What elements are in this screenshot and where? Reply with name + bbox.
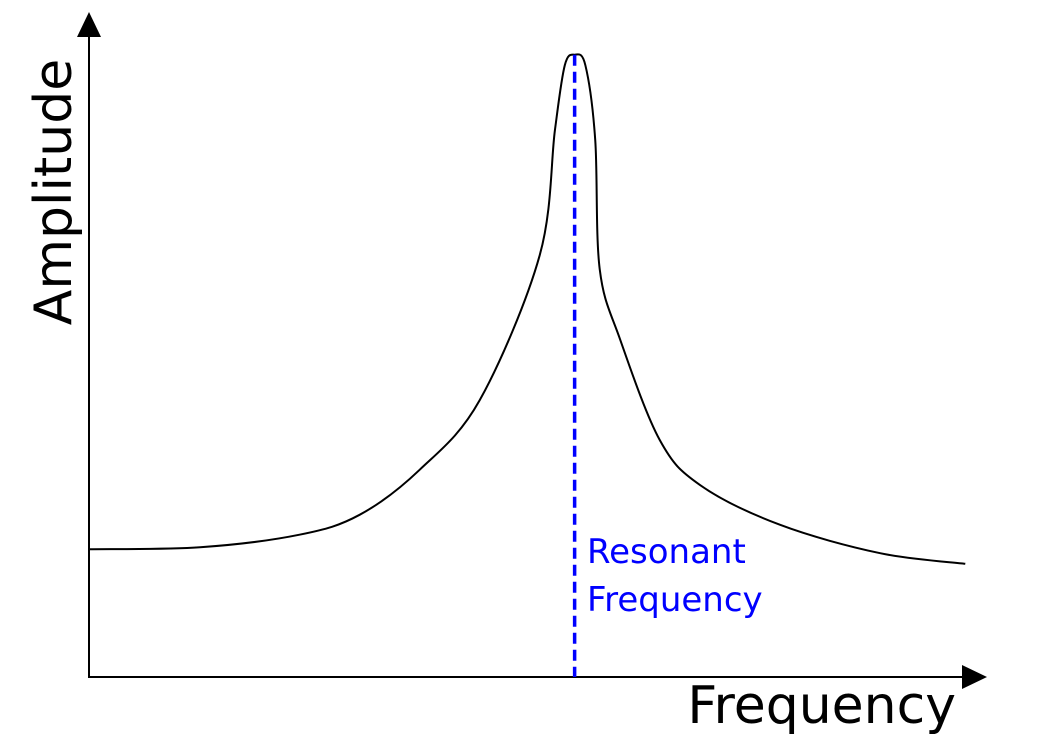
x-axis-arrow-icon — [962, 665, 987, 689]
resonant-label-line2: Frequency — [587, 580, 763, 620]
amplitude-curve — [88, 53, 966, 565]
resonant-label-line1: Resonant — [587, 532, 746, 572]
y-axis-arrow-icon — [77, 12, 101, 37]
y-axis-label: Amplitude — [24, 59, 84, 325]
x-axis-label: Frequency — [687, 676, 956, 736]
